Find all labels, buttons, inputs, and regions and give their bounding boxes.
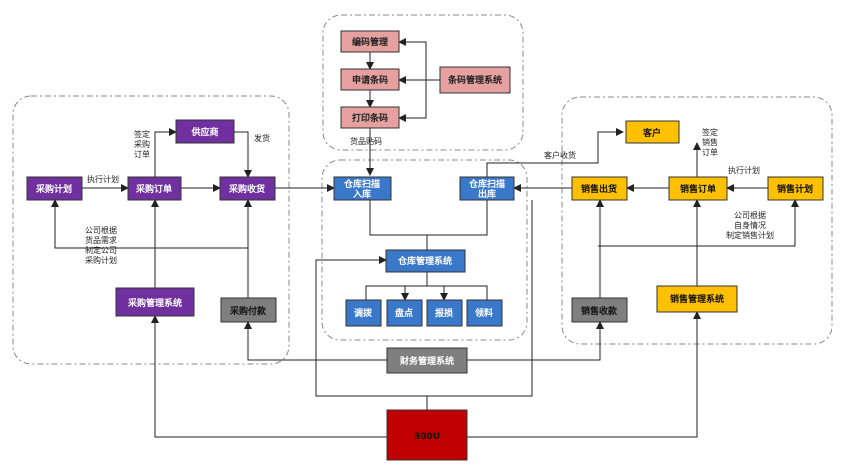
node-chuku: 仓库扫描 xyxy=(468,178,505,190)
node-gongyingshang: 供应商 xyxy=(190,126,218,138)
label-qianding-xiaoshou: 销售 xyxy=(702,137,718,147)
node-tiaoma-sys-box xyxy=(439,66,511,94)
node-caigou-jihua: 采购计划 xyxy=(35,183,72,195)
node-caigou-sys-box xyxy=(115,287,195,317)
nodes: 编码管理 申请条码 打印条码 条码管理系统 供应商 采购计划 采购订单 采购收货… xyxy=(26,30,824,461)
node-caiwu-sys: 财务管理系统 xyxy=(399,355,454,367)
node-xiaoshou-shoukuan-box xyxy=(571,297,628,323)
node-xiaoshou-jihua: 销售计划 xyxy=(777,183,813,195)
node-erp: 300U xyxy=(414,432,440,442)
node-caigou-sys: 采购管理系统 xyxy=(127,297,182,309)
node-diaobo-box xyxy=(345,299,382,327)
node-xiaoshou-sys: 销售管理系统 xyxy=(670,293,724,305)
node-bianma-box xyxy=(340,30,400,53)
label-gongsi-xiaoshou: 制定销售计划 xyxy=(726,230,774,240)
node-caiwu-sys-box xyxy=(386,347,468,374)
label-qianding-caigou: 签定 xyxy=(134,129,150,139)
node-dayin: 打印条码 xyxy=(352,112,388,124)
label-gongsi-caigou: 公司根据 xyxy=(85,225,117,235)
label-zhixing-jihua-left: 执行计划 xyxy=(87,174,119,184)
node-chuku-box xyxy=(459,176,515,201)
node-lingliao-box xyxy=(466,299,503,327)
node-xiaoshou-chuhuo-box xyxy=(571,176,628,201)
node-xiaoshou-dingdan-box xyxy=(668,176,728,201)
node-ruku-box xyxy=(333,176,392,201)
node-caigou-dingdan-box xyxy=(127,176,182,201)
node-xiaoshou-jihua-box xyxy=(767,176,824,201)
label-kehu-shouhuo: 客户收货 xyxy=(544,150,576,160)
node-caigou-shouhuo: 采购收货 xyxy=(228,183,265,195)
node-ruku: 仓库扫描 xyxy=(343,178,380,190)
node-gongyingshang-box xyxy=(175,119,235,144)
node-baosun-box xyxy=(426,299,463,327)
node-caigou-shouhuo-box xyxy=(219,176,276,201)
node-pandian-box xyxy=(386,299,423,327)
node-xiaoshou-chuhuo: 销售出货 xyxy=(581,183,617,195)
node-cangku-sys: 仓库管理系统 xyxy=(397,255,452,267)
node-kehu: 客户 xyxy=(642,127,661,139)
purchase-group xyxy=(12,95,290,365)
node-dayin-box xyxy=(340,106,400,129)
node-erp-box xyxy=(386,409,468,461)
label-gongsi-xiaoshou: 自身情况 xyxy=(734,220,766,230)
label-fahuo: 发货 xyxy=(254,133,270,143)
edges xyxy=(51,38,799,438)
label-gongsi-caigou: 货品需求 xyxy=(85,235,117,245)
label-gongsi-caigou: 采购计划 xyxy=(85,255,117,265)
node-diaobo: 调拨 xyxy=(354,307,373,319)
node-lingliao: 领料 xyxy=(475,307,493,319)
label-qianding-caigou: 采购 xyxy=(134,139,150,149)
label-gongsi-xiaoshou: 公司根据 xyxy=(734,210,766,220)
warehouse-group xyxy=(321,159,528,341)
node-shenqing-box xyxy=(340,68,400,91)
node-shenqing: 申请条码 xyxy=(352,74,388,86)
label-qianding-xiaoshou: 签定 xyxy=(702,127,718,137)
node-xiaoshou-sys-box xyxy=(656,285,738,313)
node-caigou-fukuan-box xyxy=(220,297,277,323)
node-caigou-dingdan: 采购订单 xyxy=(135,183,172,195)
barcode-group xyxy=(322,14,524,151)
node-tiaoma-sys: 条码管理系统 xyxy=(447,74,502,86)
node-baosun: 报损 xyxy=(435,307,453,319)
label-qianding-xiaoshou: 订单 xyxy=(702,147,718,157)
node-pandian: 盘点 xyxy=(395,307,413,319)
node-bianma: 编码管理 xyxy=(352,36,388,48)
label-huopin-tiema: 货品贴码 xyxy=(350,136,382,146)
label-zhixing-jihua-right: 执行计划 xyxy=(728,165,760,175)
label-qianding-caigou: 订单 xyxy=(134,149,150,159)
node-xiaoshou-shoukuan: 销售收款 xyxy=(581,305,618,317)
node-chuku: 出库 xyxy=(478,188,496,200)
node-xiaoshou-dingdan: 销售订单 xyxy=(680,183,716,195)
node-caigou-fukuan: 采购付款 xyxy=(229,305,267,317)
edge-labels: 签定 采购 订单 发货 执行计划 公司根据 货品需求 制定公司 采购计划 货品贴… xyxy=(85,127,774,265)
node-cangku-sys-box xyxy=(385,249,466,273)
label-gongsi-caigou: 制定公司 xyxy=(85,245,117,255)
node-ruku: 入库 xyxy=(352,188,371,200)
node-kehu-box xyxy=(625,120,680,144)
node-caigou-jihua-box xyxy=(26,176,83,201)
